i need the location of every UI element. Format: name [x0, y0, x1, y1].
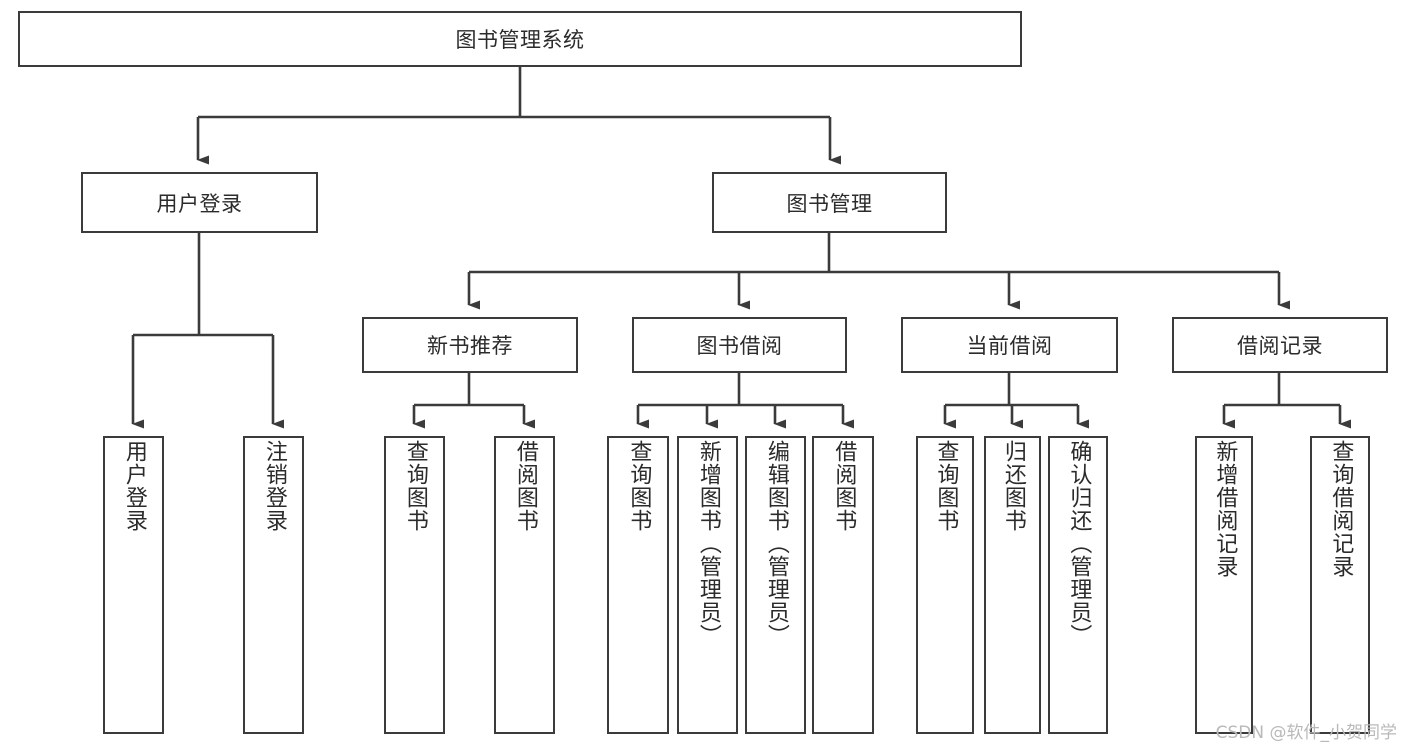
- node-leaf-add-book[interactable]: 新增图书（管理员）: [677, 436, 738, 734]
- node-leaf-edit-book-label: 编辑图书（管理员）: [763, 440, 789, 647]
- node-leaf-query-book-3-label: 查询图书: [933, 440, 959, 532]
- node-leaf-query-book-3[interactable]: 查询图书: [916, 436, 974, 734]
- node-current-borrow[interactable]: 当前借阅: [901, 317, 1118, 373]
- node-borrow-record-label: 借阅记录: [1237, 334, 1323, 358]
- node-leaf-borrow-book-2-label: 借阅图书: [831, 440, 857, 532]
- node-leaf-return-book[interactable]: 归还图书: [984, 436, 1041, 734]
- node-book-borrow[interactable]: 图书借阅: [632, 317, 847, 373]
- node-leaf-borrow-book-2[interactable]: 借阅图书: [812, 436, 874, 734]
- node-borrow-record[interactable]: 借阅记录: [1172, 317, 1388, 373]
- node-leaf-add-book-label: 新增图书（管理员）: [695, 440, 721, 647]
- node-user-login-label: 用户登录: [156, 191, 243, 216]
- node-leaf-query-book-2-label: 查询图书: [626, 440, 652, 532]
- node-leaf-confirm-return[interactable]: 确认归还（管理员）: [1048, 436, 1108, 734]
- node-leaf-query-record[interactable]: 查询借阅记录: [1310, 436, 1370, 734]
- node-new-book-recommend[interactable]: 新书推荐: [362, 317, 578, 373]
- node-leaf-query-book-1[interactable]: 查询图书: [384, 436, 445, 734]
- node-leaf-logout-login-label: 注销登录: [261, 440, 287, 532]
- node-leaf-edit-book[interactable]: 编辑图书（管理员）: [745, 436, 806, 734]
- node-root[interactable]: 图书管理系统: [18, 11, 1022, 67]
- node-leaf-query-book-1-label: 查询图书: [402, 440, 428, 532]
- csdn-watermark: CSDN @软件_小贺同学: [1215, 723, 1397, 743]
- node-user-login[interactable]: 用户登录: [81, 172, 318, 233]
- node-leaf-borrow-book-1-label: 借阅图书: [512, 440, 538, 532]
- node-leaf-user-login[interactable]: 用户登录: [103, 436, 164, 734]
- node-leaf-confirm-return-label: 确认归还（管理员）: [1066, 440, 1092, 647]
- node-current-borrow-label: 当前借阅: [966, 334, 1053, 358]
- node-leaf-add-record-label: 新增借阅记录: [1212, 440, 1238, 578]
- node-book-manage[interactable]: 图书管理: [712, 172, 947, 233]
- node-leaf-query-record-label: 查询借阅记录: [1328, 440, 1354, 578]
- node-leaf-logout-login[interactable]: 注销登录: [243, 436, 304, 734]
- node-leaf-borrow-book-1[interactable]: 借阅图书: [494, 436, 555, 734]
- node-leaf-user-login-label: 用户登录: [121, 440, 147, 532]
- node-leaf-return-book-label: 归还图书: [1000, 440, 1026, 532]
- node-leaf-add-record[interactable]: 新增借阅记录: [1195, 436, 1253, 734]
- node-leaf-query-book-2[interactable]: 查询图书: [607, 436, 669, 734]
- node-root-label: 图书管理系统: [455, 28, 585, 52]
- node-book-borrow-label: 图书借阅: [696, 334, 783, 358]
- node-book-manage-label: 图书管理: [786, 191, 873, 216]
- node-new-book-recommend-label: 新书推荐: [427, 334, 513, 358]
